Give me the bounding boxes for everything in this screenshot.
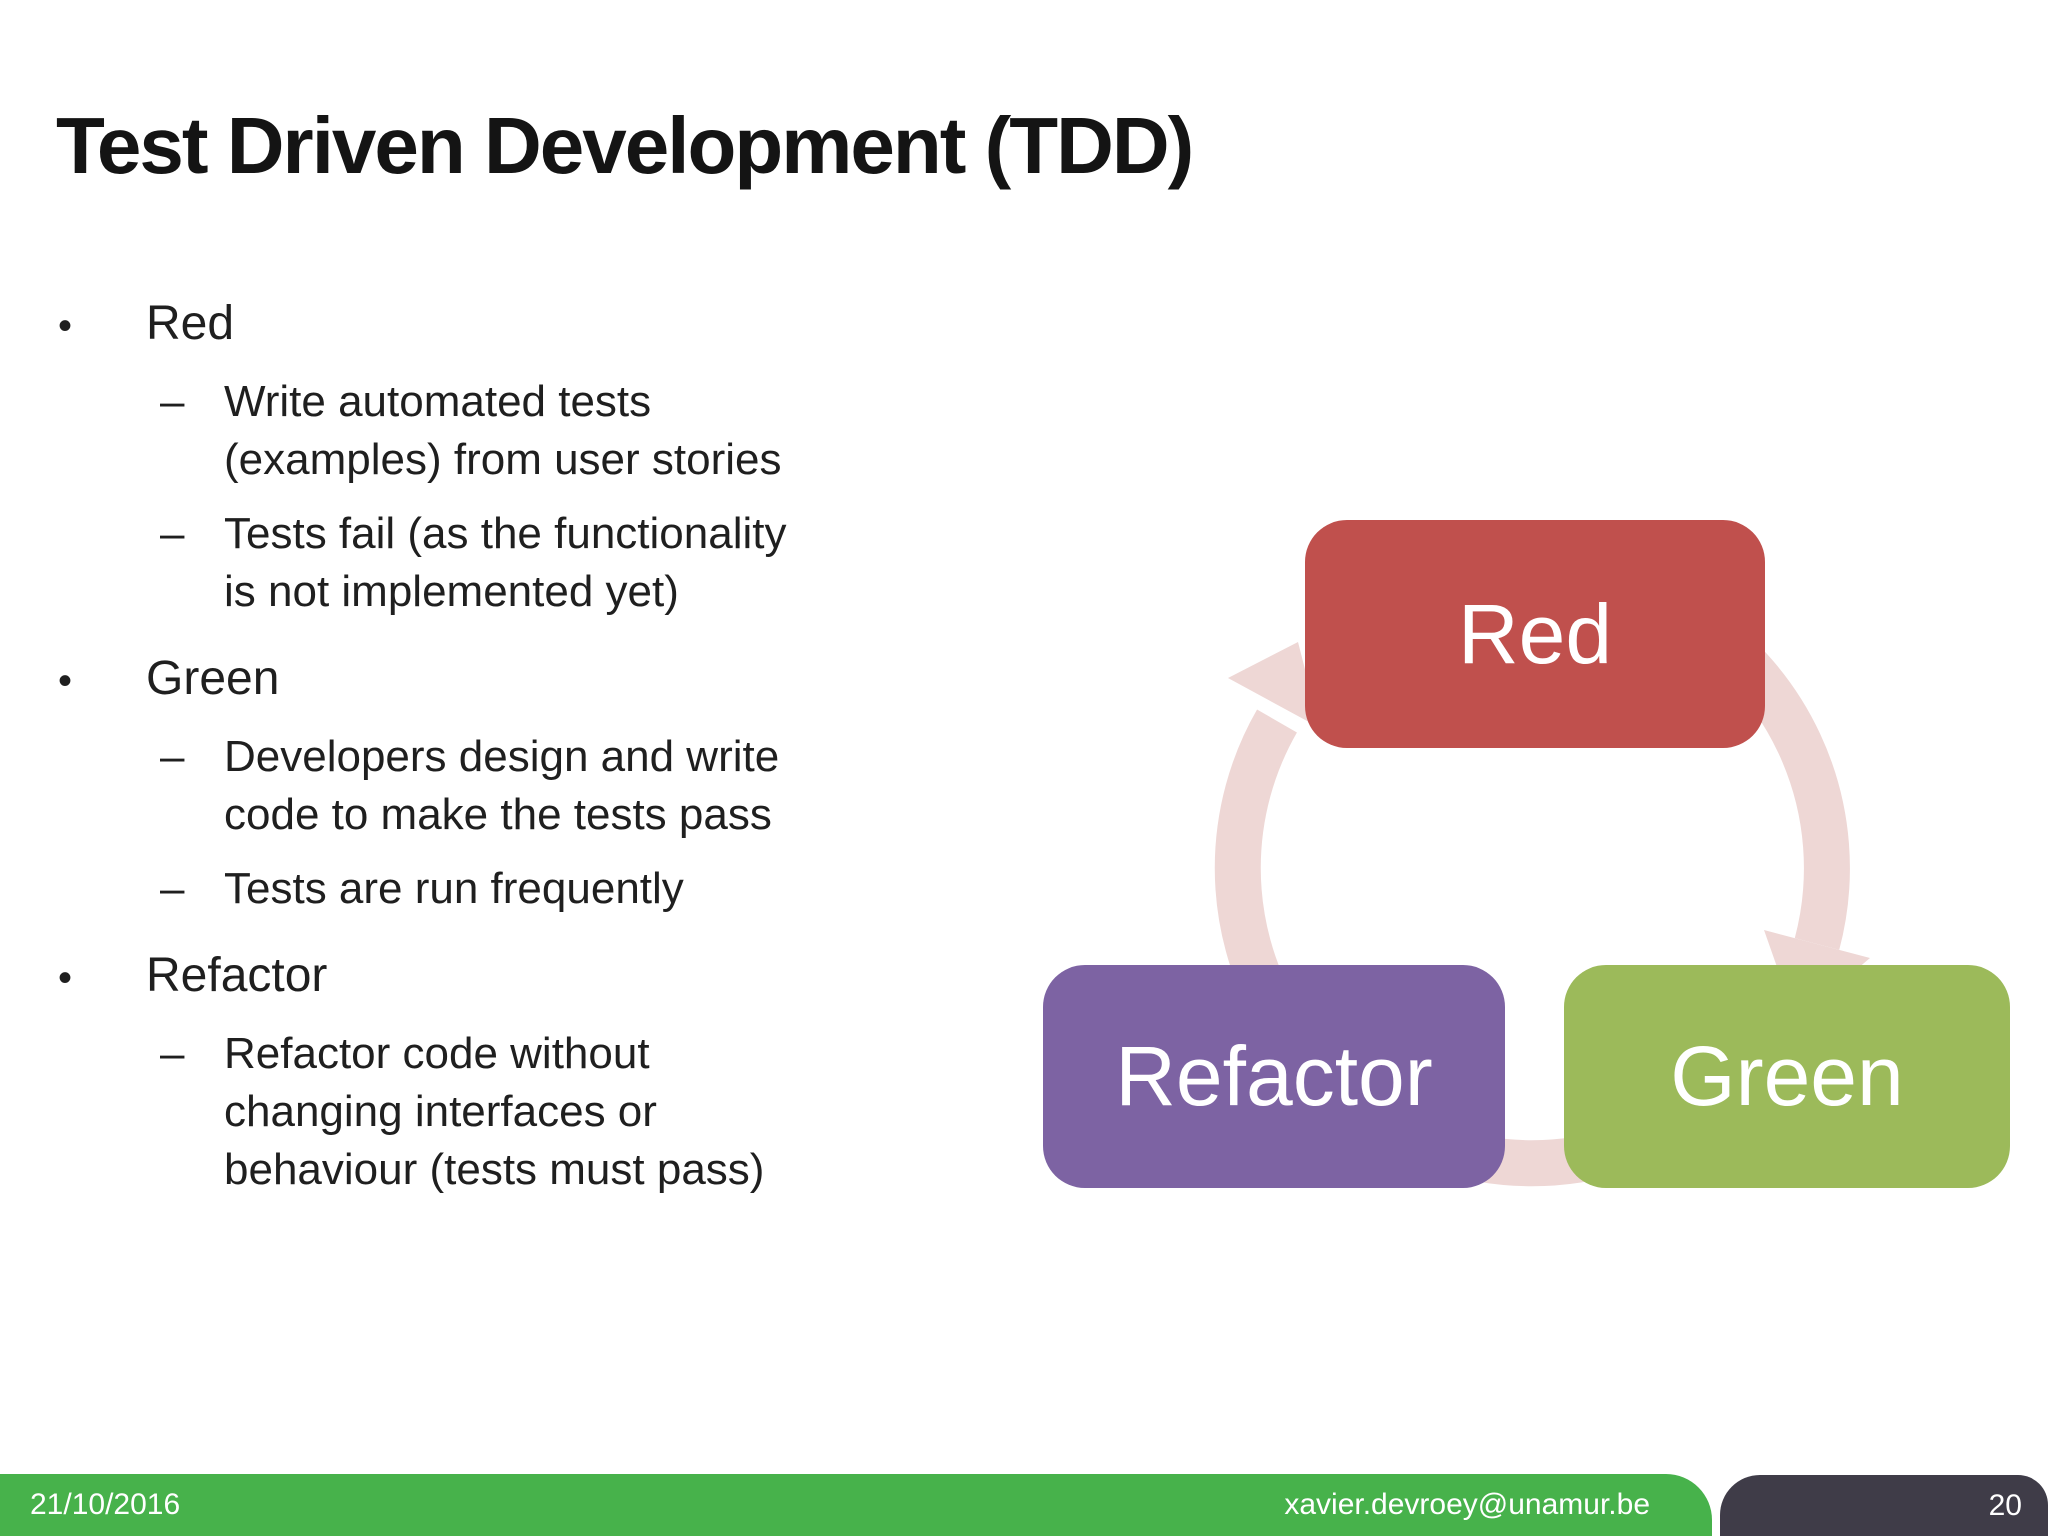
- cycle-node-green: Green: [1564, 965, 2010, 1188]
- cycle-node-label: Red: [1457, 586, 1613, 681]
- text-line: Tests fail (as the functionality: [224, 508, 787, 558]
- dash-marker: –: [160, 731, 185, 781]
- text-line: is not implemented yet): [224, 567, 679, 617]
- text-line: Developers design and write: [224, 731, 780, 781]
- sub-bullet: – Tests are run frequently: [48, 860, 1028, 918]
- bullet-item-refactor: • Refactor: [48, 944, 1028, 1009]
- bullet-marker: •: [58, 304, 73, 348]
- sub-bullet-text: Tests fail (as the functionality is not …: [224, 505, 786, 621]
- arrowhead-up-icon: [1228, 642, 1320, 728]
- dash-marker: –: [160, 376, 185, 426]
- bullet-label: Green: [146, 652, 280, 706]
- bullet-list: • Red – Write automated tests (examples)…: [48, 292, 1028, 1199]
- page-number: 20: [1988, 1488, 2022, 1522]
- bullet-marker: •: [58, 956, 73, 1001]
- bullet-item-green: • Green: [48, 647, 1028, 712]
- bullet-item-red: • Red: [48, 292, 1028, 357]
- sub-bullet: – Refactor code without changing interfa…: [48, 1025, 1028, 1199]
- footer-bar: 21/10/2016 xavier.devroey@unamur.be: [0, 1474, 1712, 1536]
- text-line: Write automated tests: [224, 376, 652, 426]
- text-line: changing interfaces or: [224, 1087, 657, 1137]
- cycle-node-refactor: Refactor: [1043, 965, 1505, 1188]
- footer-email: xavier.devroey@unamur.be: [1284, 1488, 1650, 1521]
- sub-bullet-text: Tests are run frequently: [224, 860, 684, 918]
- text-line: behaviour (tests must pass): [224, 1145, 765, 1195]
- dash-marker: –: [160, 1028, 185, 1078]
- bullet-label: Red: [146, 297, 235, 350]
- footer-date: 21/10/2016: [30, 1488, 181, 1521]
- sub-bullet-text: Write automated tests (examples) from us…: [224, 373, 781, 489]
- bullet-label: Refactor: [146, 949, 328, 1003]
- dash-marker: –: [160, 864, 185, 914]
- cycle-node-label: Green: [1670, 1029, 1904, 1123]
- sub-bullet: – Tests fail (as the functionality is no…: [48, 505, 1028, 621]
- dash-marker: –: [160, 508, 185, 558]
- bullet-marker: •: [58, 659, 73, 704]
- text-line: (examples) from user stories: [224, 434, 782, 484]
- sub-bullet: – Write automated tests (examples) from …: [48, 373, 1028, 489]
- sub-bullet-text: Developers design and write code to make…: [224, 728, 779, 844]
- cycle-node-label: Refactor: [1115, 1029, 1433, 1123]
- page-number-box: 20: [1720, 1475, 2048, 1536]
- sub-bullet: – Developers design and write code to ma…: [48, 728, 1028, 844]
- text-line: Tests are run frequently: [224, 864, 684, 914]
- cycle-node-red: Red: [1305, 520, 1765, 748]
- text-line: Refactor code without: [224, 1028, 650, 1078]
- sub-bullet-text: Refactor code without changing interface…: [224, 1025, 764, 1199]
- text-line: code to make the tests pass: [224, 789, 772, 839]
- slide-title: Test Driven Development (TDD): [56, 101, 1194, 190]
